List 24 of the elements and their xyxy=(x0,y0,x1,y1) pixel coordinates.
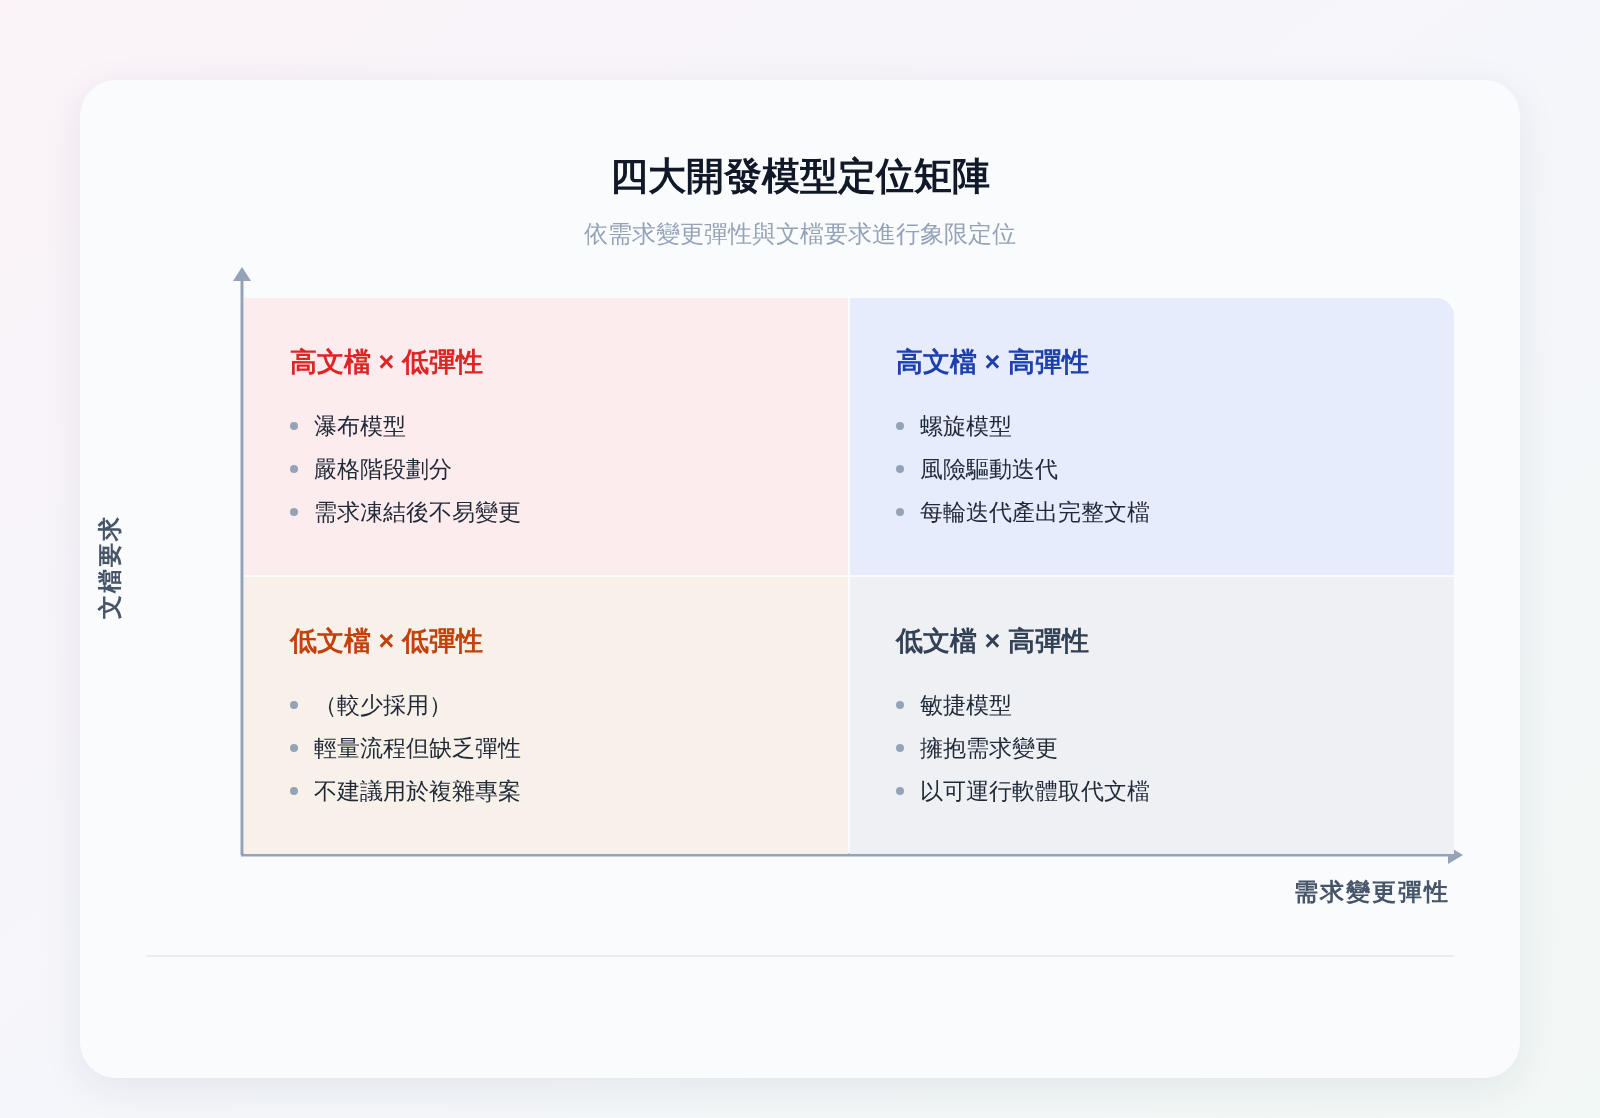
bullet-text: （較少採用） xyxy=(314,690,452,720)
title: 四大開發模型定位矩陣 xyxy=(609,154,991,199)
quadrant-heading: 高文檔 × 高彈性 xyxy=(896,346,1090,379)
quadrant-panel xyxy=(244,298,848,575)
bullet-text: 不建議用於複雜專案 xyxy=(314,776,521,806)
bullet-text: 輕量流程但缺乏彈性 xyxy=(314,733,521,763)
bullet-text: 需求凍結後不易變更 xyxy=(314,497,521,527)
bullet-text: 瀑布模型 xyxy=(314,411,406,441)
bullet-text: 敏捷模型 xyxy=(920,690,1012,720)
subtitle: 依需求變更彈性與文檔要求進行象限定位 xyxy=(583,219,1017,249)
quadrant-panel xyxy=(244,577,848,854)
bullet-text: 螺旋模型 xyxy=(920,411,1012,441)
quadrant-heading: 低文檔 × 低彈性 xyxy=(290,625,484,658)
bullet-text: 每輪迭代產出完整文檔 xyxy=(920,497,1150,527)
bullet-text: 以可運行軟體取代文檔 xyxy=(920,776,1150,806)
x-axis-label: 需求變更彈性 xyxy=(1294,877,1450,907)
bullet-text: 風險驅動迭代 xyxy=(920,454,1058,484)
y-axis-label: 文檔要求 xyxy=(95,515,124,619)
quadrant-heading: 低文檔 × 高彈性 xyxy=(896,625,1090,658)
quadrant-panel xyxy=(850,298,1454,575)
quadrant-panel xyxy=(850,577,1454,854)
bullet-text: 嚴格階段劃分 xyxy=(314,454,452,484)
quadrant-heading: 高文檔 × 低彈性 xyxy=(290,346,484,379)
bullet-text: 擁抱需求變更 xyxy=(920,733,1058,763)
